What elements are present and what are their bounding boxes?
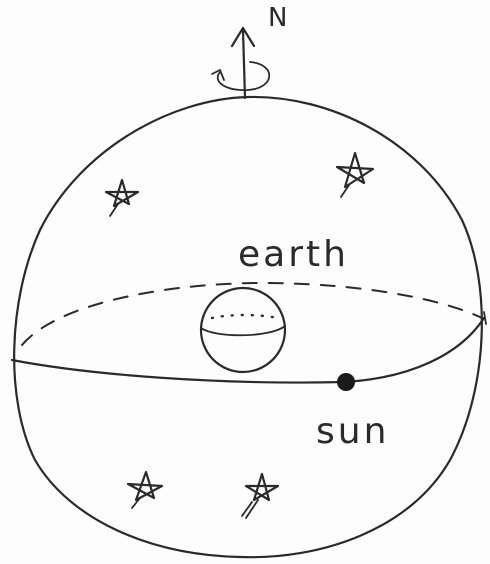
star-icon — [106, 180, 138, 216]
celestial-equator-front — [12, 318, 484, 383]
earth-equator-back — [212, 315, 278, 318]
north-label: N — [268, 3, 287, 33]
earth — [201, 288, 285, 372]
earth-label: earth — [238, 234, 349, 275]
north-axis-line — [243, 30, 245, 98]
star-icon — [242, 474, 278, 518]
sun-label: sun — [316, 411, 389, 452]
sun-dot — [337, 373, 355, 391]
star-icon — [337, 153, 373, 197]
earth-outline — [201, 288, 285, 372]
star-icon — [128, 472, 162, 508]
equator-end-tick — [484, 312, 486, 324]
north-axis: N — [212, 3, 287, 98]
earth-equator-front — [201, 326, 285, 335]
